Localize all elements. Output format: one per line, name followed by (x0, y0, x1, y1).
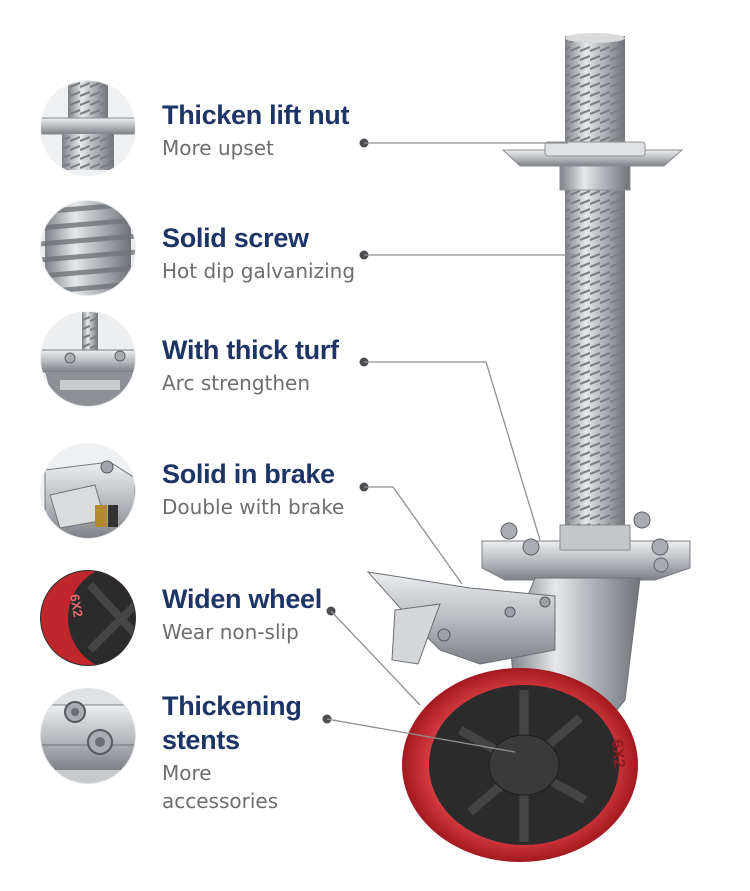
callout-lines (322, 138, 578, 753)
feature-title: Thicken lift nut (162, 100, 350, 130)
feature-title: Solid in brake (162, 459, 335, 489)
wheel-marking: 6X2 (608, 739, 627, 769)
callout-line-lift-nut (359, 138, 568, 148)
feature-subtitle: More accessories (162, 761, 279, 813)
feature-subtitle: Double with brake (162, 495, 345, 519)
callout-line-wheel (326, 606, 421, 706)
lift-nut-plate (501, 141, 684, 191)
thumbnail-screw (40, 200, 136, 296)
thumbnail-lift-nut (40, 80, 136, 176)
feature-lift-nut: Thicken lift nut More upset (162, 98, 350, 162)
feature-wheel: Widen wheel Wear non-slip (162, 582, 322, 646)
feature-screw: Solid screw Hot dip galvanizing (162, 221, 355, 285)
brake-lever (366, 571, 556, 665)
feature-subtitle: Hot dip galvanizing (162, 259, 356, 283)
caster-jack-illustration: 6X2 (366, 33, 691, 862)
feature-title: Solid screw (162, 223, 309, 253)
thumbnail-brake (40, 443, 136, 539)
callout-line-screw (359, 250, 578, 260)
callout-line-stents (322, 714, 516, 753)
thumbnail-wheel: 6X2 (40, 570, 136, 666)
mounting-plate (481, 511, 691, 581)
feature-title: Thickening stents (162, 691, 302, 755)
feature-stents: Thickening stents More accessories (162, 689, 322, 815)
feature-subtitle: Arc strengthen (162, 371, 311, 395)
feature-subtitle: More upset (162, 136, 274, 160)
screw-rod (565, 33, 625, 556)
wheel: 6X2 (402, 668, 638, 862)
feature-title: Widen wheel (162, 584, 322, 614)
svg-text:6X2: 6X2 (67, 593, 86, 618)
feature-subtitle: Wear non-slip (162, 620, 299, 644)
callout-line-brake (359, 482, 463, 585)
feature-turf: With thick turf Arc strengthen (162, 333, 339, 397)
callout-line-turf (359, 357, 541, 541)
feature-title: With thick turf (162, 335, 339, 365)
thumbnail-turf-plate (40, 311, 136, 407)
feature-brake: Solid in brake Double with brake (162, 457, 344, 521)
thumbnail-stent-bolts (40, 688, 136, 784)
